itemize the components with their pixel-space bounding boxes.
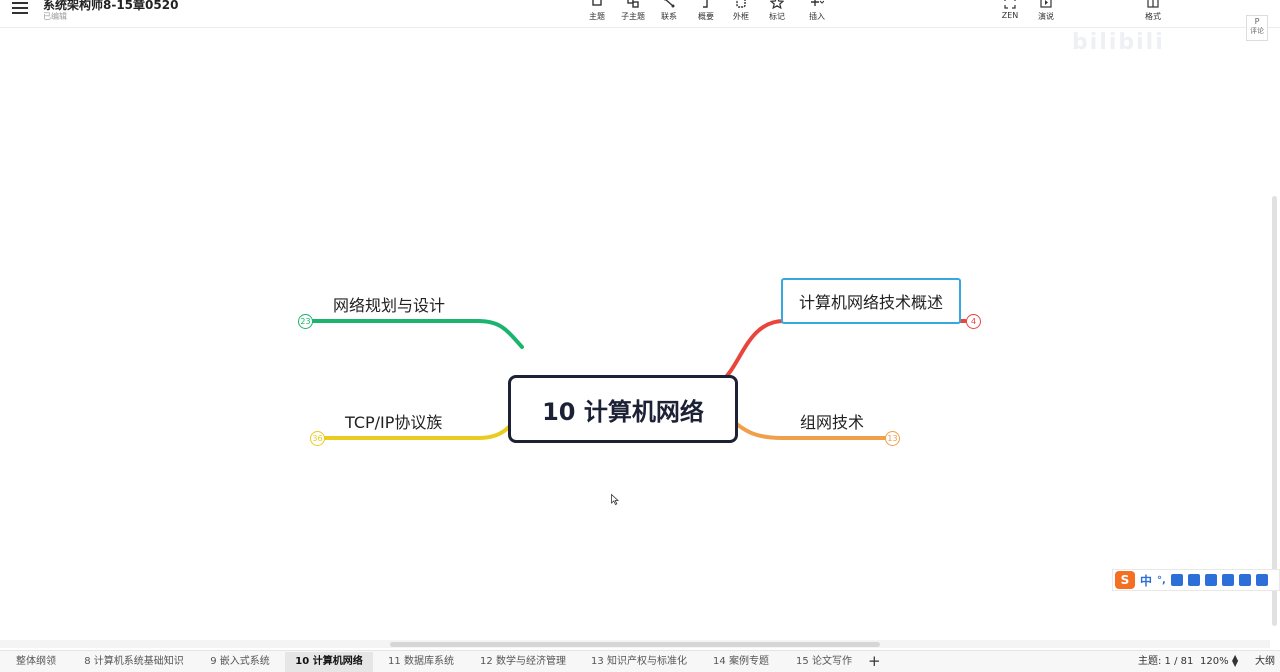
boundary-button-label: 外框 [733, 12, 749, 21]
summary-icon [703, 0, 708, 8]
ime-toolbar: S 中 °, [1112, 569, 1280, 591]
topic-networking-tech[interactable]: 组网技术 [800, 413, 865, 432]
top-toolbar: 系统架构师8-15章0520 已编辑 主题 子主题 联系 概要 外框 标记 插 [0, 0, 1280, 28]
bilibili-watermark: bilibili [1072, 30, 1165, 55]
topic-tcpip-suite[interactable]: TCP/IP协议族 [345, 413, 443, 432]
present-button[interactable]: 演说 [1024, 0, 1068, 28]
topic-icon [592, 0, 602, 6]
outline-view-button[interactable]: 大纲 [1255, 656, 1275, 667]
topic-count-badge-networking[interactable]: 13 [885, 431, 900, 446]
hamburger-menu-icon[interactable] [12, 2, 28, 16]
summary-button-label: 概要 [698, 12, 714, 21]
marker-button-label: 标记 [769, 12, 785, 21]
sheet-tab-ch9-embedded-systems[interactable]: 9 嵌入式系统 [210, 656, 270, 667]
topic-network-planning[interactable]: 网络规划与设计 [333, 296, 446, 315]
topic-button[interactable]: 主题 [575, 0, 619, 28]
relationship-button-label: 联系 [661, 12, 677, 21]
sheet-tab-ch13-ip-standards[interactable]: 13 知识产权与标准化 [591, 656, 687, 667]
document-status: 已编辑 [43, 12, 67, 21]
relationship-button[interactable]: 联系 [647, 0, 691, 28]
format-button[interactable]: 格式 [1131, 0, 1175, 28]
add-sheet-plus-icon[interactable]: + [868, 652, 881, 670]
topic-button-label: 主题 [589, 12, 605, 21]
topic-count-badge-tcpip[interactable]: 36 [310, 431, 325, 446]
format-button-label: 格式 [1145, 12, 1161, 21]
topic-count-badge-overview[interactable]: 4 [966, 314, 981, 329]
summary-button[interactable]: 概要 [684, 0, 728, 28]
boundary-icon [736, 0, 746, 8]
microphone-icon[interactable] [1170, 574, 1183, 586]
sheet-tab-ch11-database-systems[interactable]: 11 数据库系统 [388, 656, 454, 667]
topic-count-badge-planning[interactable]: 23 [298, 314, 313, 329]
ime-punctuation-mode[interactable]: °, [1157, 574, 1166, 586]
marker-button[interactable]: 标记 [755, 0, 799, 28]
branch-line-overview [720, 319, 967, 383]
sogou-logo-icon[interactable]: S [1115, 571, 1135, 589]
horizontal-scrollbar[interactable] [390, 642, 880, 647]
star-icon [770, 0, 784, 9]
play-icon [1040, 0, 1052, 8]
ime-chinese-mode[interactable]: 中 [1140, 573, 1153, 588]
toolbox-icon[interactable] [1238, 574, 1251, 586]
subtopic-button[interactable]: 子主题 [611, 0, 655, 28]
insert-button[interactable]: 插入 [795, 0, 839, 28]
branch-line-planning [310, 319, 524, 349]
sheet-tab-ch15-essay-writing[interactable]: 15 论文写作 [796, 656, 852, 667]
sheet-tab-ch8-computer-systems[interactable]: 8 计算机系统基础知识 [84, 656, 184, 667]
plus-icon [811, 0, 824, 6]
boundary-button[interactable]: 外框 [719, 0, 763, 28]
sheet-tab-ch12-math-economics[interactable]: 12 数学与经济管理 [480, 656, 566, 667]
zen-button-label: ZEN [1001, 11, 1019, 20]
vertical-scrollbar[interactable] [1272, 196, 1277, 626]
ime-settings-gear-icon[interactable] [1255, 574, 1268, 586]
zoom-level[interactable]: 120% [1200, 656, 1229, 667]
relationship-icon [663, 0, 675, 8]
fullscreen-icon [1004, 0, 1016, 9]
sheet-tab-overall-outline[interactable]: 整体纲领 [16, 656, 56, 667]
central-topic[interactable]: 10 计算机网络 [508, 375, 738, 443]
format-panel-icon [1147, 0, 1159, 8]
gamepad-icon[interactable] [1221, 574, 1234, 586]
comment-panel-button[interactable]: P 评论 [1246, 15, 1268, 41]
sheet-tab-bar: 整体纲领 8 计算机系统基础知识 9 嵌入式系统 10 计算机网络 11 数据库… [0, 650, 1280, 672]
zoom-stepper-icon[interactable]: ▲▼ [1232, 653, 1239, 668]
zen-button[interactable]: ZEN [988, 0, 1032, 28]
subtopic-button-label: 子主题 [621, 12, 645, 21]
keyboard-icon[interactable] [1187, 574, 1200, 586]
present-button-label: 演说 [1038, 12, 1054, 21]
comment-panel-label: 评论 [1250, 27, 1264, 35]
topic-network-overview[interactable]: 计算机网络技术概述 [781, 278, 962, 324]
insert-button-label: 插入 [809, 12, 825, 21]
skin-shirt-icon[interactable] [1204, 574, 1217, 586]
mindmap-canvas[interactable]: 10 计算机网络 计算机网络技术概述 4 组网技术 13 网络规划与设计 23 … [0, 29, 1270, 639]
branch-lines [310, 319, 967, 440]
subtopic-icon [627, 0, 639, 8]
comment-panel-letter: P [1254, 17, 1260, 26]
sheet-tab-ch14-case-studies[interactable]: 14 案例专题 [713, 656, 769, 667]
sheet-tab-ch10-computer-network[interactable]: 10 计算机网络 [285, 652, 373, 672]
topic-counter: 主题: 1 / 81 [1138, 656, 1194, 667]
document-title[interactable]: 系统架构师8-15章0520 [43, 0, 179, 12]
mouse-pointer-icon [611, 494, 619, 505]
